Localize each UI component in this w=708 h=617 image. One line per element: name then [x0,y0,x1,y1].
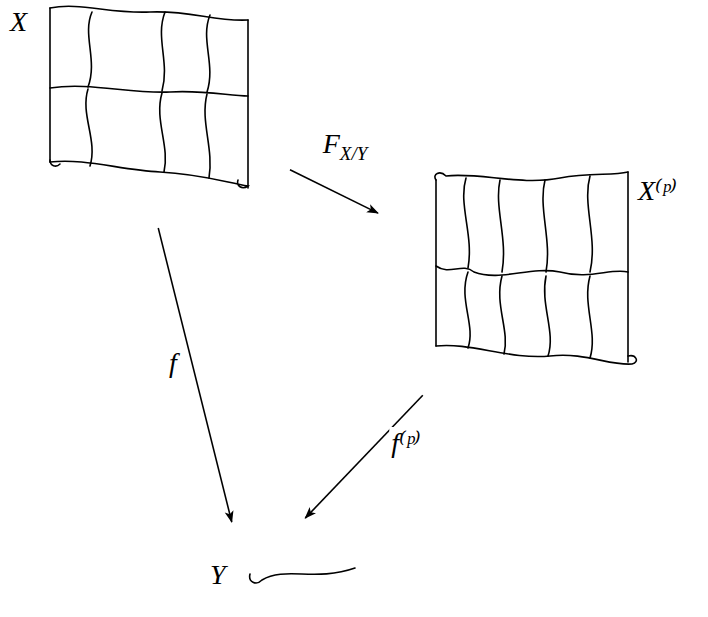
surface-xp [435,172,636,364]
map-label: f⁽ᵖ⁾ [389,427,422,459]
morphism-arrow [158,228,232,522]
map-label: FX/Y [321,128,370,171]
map-label: f [167,347,179,379]
space-label: X⁽ᵖ⁾ [638,175,677,207]
space-x: X [5,2,255,195]
base-y: Y [210,555,360,595]
curve-y [250,568,355,583]
morphism-arrow [305,395,423,518]
space-label: Y [210,559,226,591]
space-label: X [10,6,27,38]
space-xp: X⁽ᵖ⁾ [430,165,680,370]
relative-frobenius-arrow [290,170,378,213]
surface-x [50,6,248,188]
